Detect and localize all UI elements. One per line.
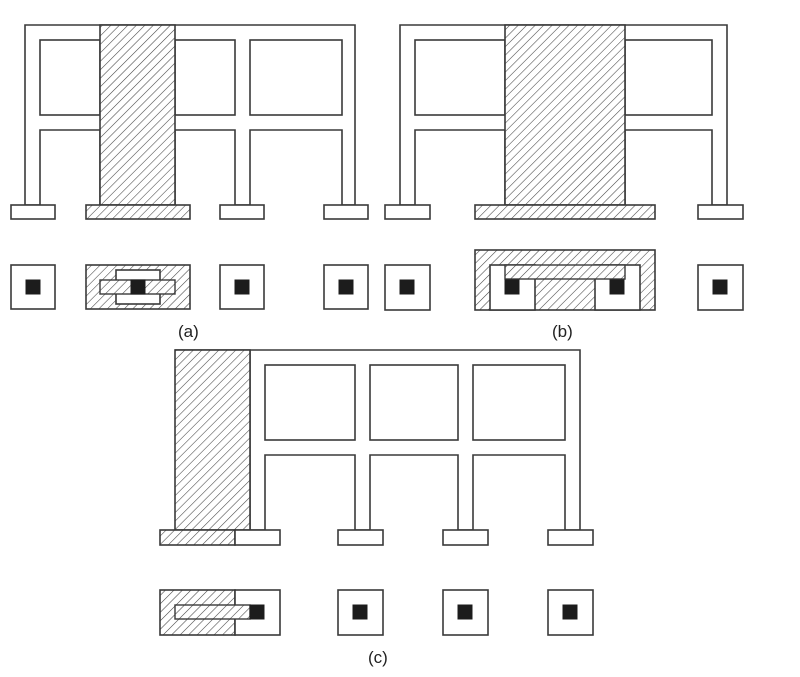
- isolated-footing: [337, 529, 384, 546]
- opening: [264, 364, 356, 441]
- footing-plan: [10, 264, 369, 310]
- wall-footing: [159, 529, 236, 546]
- isolated-footing: [234, 529, 281, 546]
- isolated-footing: [442, 529, 489, 546]
- panel-label: (c): [368, 648, 388, 667]
- opening: [174, 39, 236, 116]
- column-section: [234, 279, 250, 295]
- panel-c: (c): [159, 349, 594, 667]
- isolated-footing: [219, 204, 265, 220]
- column-section: [609, 279, 625, 295]
- wall-footing: [474, 204, 656, 220]
- column-section: [249, 604, 265, 620]
- column-section: [25, 279, 41, 295]
- isolated-footing: [384, 204, 431, 220]
- opening: [472, 364, 566, 441]
- wall-plan-section: [504, 264, 626, 280]
- opening: [624, 39, 713, 116]
- column-section: [399, 279, 415, 295]
- panel-a: (a): [10, 24, 369, 341]
- column-section: [457, 604, 473, 620]
- shear-wall: [504, 24, 626, 206]
- column-section: [712, 279, 728, 295]
- opening: [414, 39, 506, 116]
- panel-label: (a): [178, 322, 199, 341]
- column-section: [338, 279, 354, 295]
- footing-plan: [159, 589, 594, 636]
- wall-plan-section: [174, 604, 251, 620]
- column-section: [504, 279, 520, 295]
- column-section: [352, 604, 368, 620]
- footing-plan: [384, 249, 744, 311]
- wall-footing: [85, 204, 191, 220]
- opening: [249, 39, 343, 116]
- opening: [39, 39, 101, 116]
- panel-b: (b): [384, 24, 744, 341]
- isolated-footing: [10, 204, 56, 220]
- column-section: [130, 279, 146, 295]
- shear-wall: [99, 24, 176, 206]
- column-section: [562, 604, 578, 620]
- isolated-footing: [323, 204, 369, 220]
- shear-wall: [174, 349, 251, 531]
- panel-label: (b): [552, 322, 573, 341]
- opening: [369, 364, 459, 441]
- isolated-footing: [697, 204, 744, 220]
- isolated-footing: [547, 529, 594, 546]
